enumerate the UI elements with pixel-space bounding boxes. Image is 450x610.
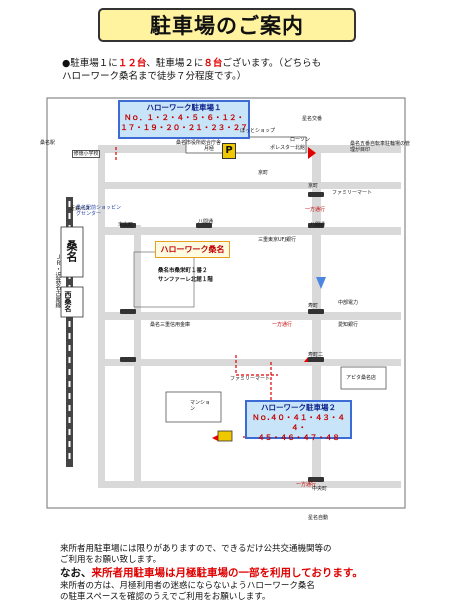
label-mansion: マンション <box>190 400 211 412</box>
note-1: 来所者用駐車場には限りがありますので、できるだけ公共交通機関等の <box>60 544 332 554</box>
label-hoshina-police: 星名交番 <box>302 116 323 122</box>
area-map <box>46 97 406 509</box>
label-familymart2: ファミリーマート <box>230 376 271 382</box>
label-kyomachi: 京町 <box>308 183 319 189</box>
label-kyomachi2: 京町 <box>258 170 269 176</box>
parking2-count: ８台 <box>203 58 223 69</box>
label-suehiro: 末広町 <box>118 222 134 228</box>
label-aeon: 桑名駅前ショッピングセンター <box>76 205 122 217</box>
parking1-nums-2: １７・１９・２０・２１・２３・２７ <box>120 123 248 132</box>
road-fm <box>101 182 401 189</box>
road-left <box>98 145 105 488</box>
direction-arrow <box>316 277 326 289</box>
label-monthly: 月極 <box>204 146 215 152</box>
label-kotobuki: 寿町 <box>308 303 319 309</box>
label-kuwana-station: 桑名 <box>65 240 78 262</box>
note-2: ご利用をお願い致します。 <box>60 555 162 565</box>
label-porestar: ポレスター北館 <box>270 145 306 151</box>
apita-building <box>340 366 387 390</box>
parking2-title: ハローワーク駐車場２ <box>261 403 336 412</box>
label-nishikuwana: 西桑名 <box>64 291 72 312</box>
label-oneway-3: 一方通行 <box>296 482 317 488</box>
label-ufj: 三重東京UFJ銀行 <box>258 237 297 243</box>
label-chuo: 中央町 <box>312 486 328 492</box>
road-v2 <box>134 225 141 487</box>
road-hachiken <box>101 227 401 235</box>
road-kotobuki2 <box>101 359 401 366</box>
label-hachiken: 八間通 <box>198 219 214 225</box>
parking2-nums-1: Ｎｏ.４０・４１・４３・４４・ <box>252 413 345 432</box>
note-3: なお、来所者用駐車場は月極駐車場の一部を利用しております。 <box>60 566 440 581</box>
page-title: 駐車場のご案内 <box>98 8 356 42</box>
label-oneway-2: 一方通行 <box>272 322 293 328</box>
label-station: 桑名駅 <box>40 140 56 146</box>
note-3-prefix: なお、 <box>60 567 92 579</box>
rail-line <box>66 197 73 467</box>
parking-sign: P <box>222 143 236 159</box>
intro-p1-prefix: 駐車場１に <box>70 58 118 69</box>
label-hoshina-auto: 星名自動 <box>308 515 329 521</box>
office-address-2: サンファーレ北館１階 <box>158 277 213 283</box>
mansion-building <box>165 391 222 423</box>
office-address-1: 桑名市桑栄町１番２ <box>158 268 208 274</box>
intro-p1-suffix: ございます。（どちらも <box>222 58 322 69</box>
parking1-count: １２台 <box>117 58 147 69</box>
label-school: 修徳小学校 <box>72 150 100 158</box>
road-bottom <box>101 481 401 488</box>
note-3-highlight: 来所者用駐車場は月極駐車場の一部を利用しております。 <box>91 567 363 579</box>
parking1-nums-1: Ｎｏ．１・２・４・５・６・１２・ <box>124 113 244 122</box>
road-kotobuki <box>101 312 401 320</box>
kuwana-station-box <box>60 226 84 278</box>
office-callout: ハローワーク桑名 <box>155 241 230 258</box>
parking2-nums-2: ４５・４６・４７・４８ <box>257 433 340 442</box>
label-shinkin: 桑名三重信用金庫 <box>150 322 191 328</box>
intro-p2: ハローワーク桑名まで徒歩７分程度です。） <box>62 71 247 82</box>
note-5: の駐車スペースを確認のうえでご利用をお願いします。 <box>60 592 271 602</box>
label-kintetsu-bus: 近鉄バス <box>70 206 91 212</box>
intro-text: ●駐車場１に１２台、駐車場２に８台ございます。（どちらも ハローワーク桑名まで徒… <box>62 57 432 83</box>
note-4: 来所者の方は、月極利用者の迷惑にならないようハローワーク桑名 <box>60 581 315 591</box>
label-apita: アピタ桑名店 <box>346 375 377 381</box>
road-main <box>312 145 321 488</box>
label-oneway-1: 一方通行 <box>305 207 326 213</box>
label-bike-parking: 桑名五番自転車駐輪場の管理が目印 <box>350 141 411 153</box>
label-chubu: 中部電力 <box>338 300 359 306</box>
parking1-callout: ハローワーク駐車場１ Ｎｏ．１・２・４・５・６・１２・ １７・１９・２０・２１・… <box>118 100 250 139</box>
label-hachiken2: 八間通 <box>310 222 326 228</box>
bullet: ● <box>62 58 71 69</box>
label-jr-line: ＪＲ・近鉄名古屋線 <box>54 254 61 308</box>
label-kotobuki2: 寿町二 <box>308 352 324 358</box>
nishikuwana-station-box <box>60 286 84 318</box>
notes-section: 来所者用駐車場には限りがありますので、できるだけ公共交通機関等の ご利用をお願い… <box>60 544 440 603</box>
intro-p1-mid: 、駐車場２に <box>146 58 204 69</box>
label-lawson: ローソン <box>290 137 311 143</box>
label-familymart: ファミリーマート <box>332 190 373 196</box>
label-aichi: 愛知銀行 <box>338 322 359 328</box>
parking2-spot <box>217 430 233 442</box>
label-kuwana-dept: 桑名市役所総合庁舎 <box>176 140 222 146</box>
parking1-title: ハローワーク駐車場１ <box>146 103 222 112</box>
office-address: 桑名市桑栄町１番２ サンファーレ北館１階 <box>158 267 213 285</box>
label-hot-shop: ほっとショップ <box>240 128 276 134</box>
parking2-callout: ハローワーク駐車場２ Ｎｏ.４０・４１・４３・４４・ ４５・４６・４７・４８ <box>245 400 352 442</box>
